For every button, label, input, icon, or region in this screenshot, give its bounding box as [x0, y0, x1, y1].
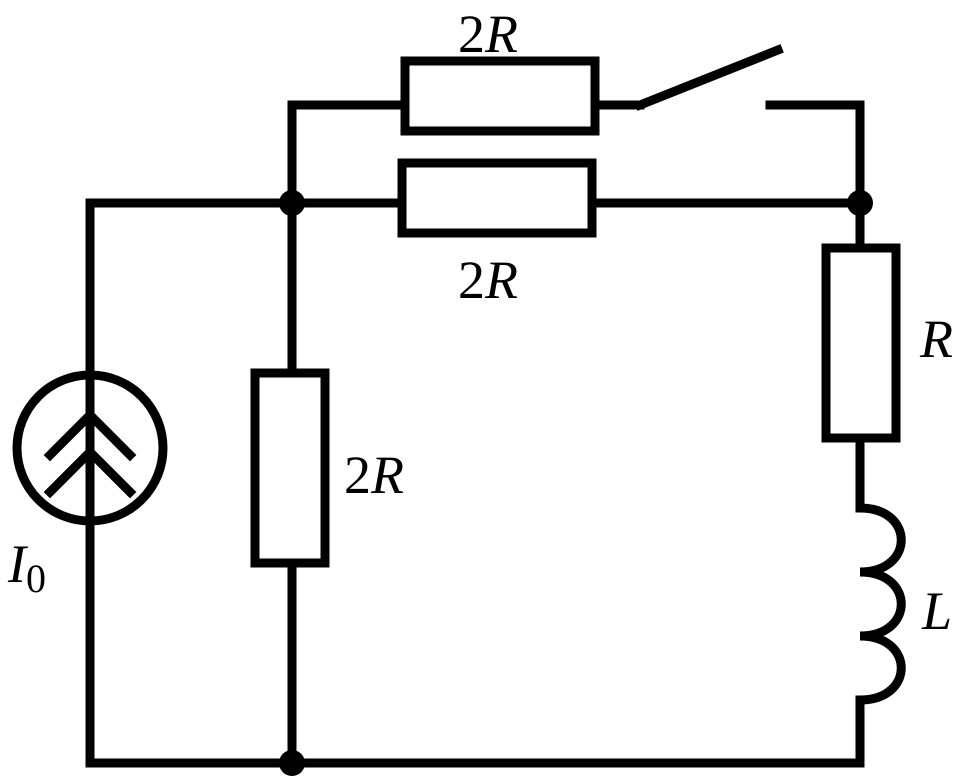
- label-resistor-middle: 2R: [458, 250, 518, 310]
- resistor-middle: [397, 158, 597, 238]
- switch: [634, 44, 784, 111]
- junction-node-bottom: [279, 750, 305, 776]
- wire-left-top: [85, 198, 297, 380]
- label-resistor-right: R: [919, 309, 953, 369]
- label-inductor: L: [921, 581, 952, 641]
- label-resistor-top: 2R: [458, 4, 518, 64]
- resistor-top: [400, 56, 600, 136]
- current-source: [12, 370, 168, 526]
- inductor: [855, 503, 906, 705]
- wires: [85, 100, 865, 768]
- current-source-arrow-head-outer: [43, 408, 137, 462]
- wire-left-bottom: [85, 515, 865, 768]
- resistor-left: [250, 368, 330, 568]
- wire-switch-right-contact: [765, 100, 865, 208]
- wire-top-branch-left: [287, 100, 407, 208]
- resistor-right: [821, 243, 901, 443]
- label-current-source: I0: [7, 534, 46, 601]
- junction-node-right-top: [847, 190, 873, 216]
- label-resistor-left: 2R: [344, 445, 404, 505]
- current-source-arrow-head-inner: [43, 445, 137, 499]
- junction-node-left-top: [279, 190, 305, 216]
